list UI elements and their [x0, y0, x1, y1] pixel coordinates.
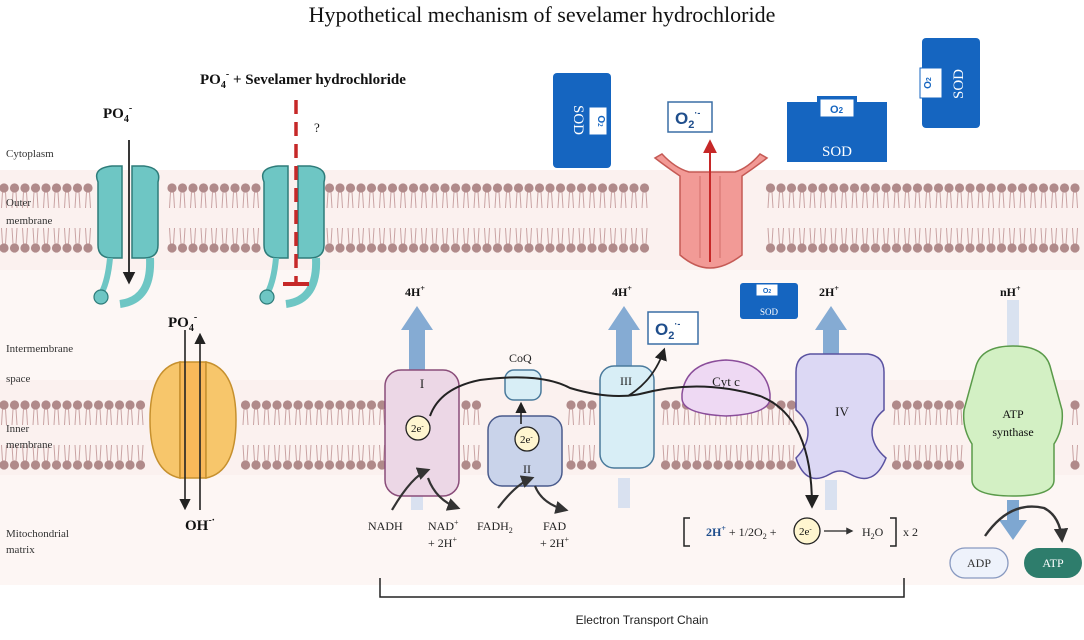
complex-IV-protons: 2H+: [819, 284, 839, 299]
etc-label: Electron Transport Chain: [576, 613, 709, 627]
svg-text:SOD: SOD: [822, 144, 852, 160]
matrix-label: Mitochondrial: [6, 528, 69, 540]
svg-text:SOD: SOD: [570, 105, 586, 135]
svg-text:H2O: H2O: [862, 525, 884, 541]
complex-I-proton-arrow: [401, 306, 433, 382]
matrix-label-2: matrix: [6, 544, 35, 556]
atp-synthase-matrix-arrow: [999, 500, 1027, 540]
svg-text:SOD: SOD: [951, 69, 967, 99]
fadh2-label: FADH2: [477, 519, 513, 535]
cytoplasm-label: Cytoplasm: [6, 148, 54, 160]
svg-text:O2·-: O2·-: [675, 108, 700, 131]
nadh-in-arrow: [391, 467, 431, 511]
complex-III-proton-arrow: [608, 306, 640, 372]
svg-text:2e-: 2e-: [411, 422, 424, 435]
inner-membrane-label-2: membrane: [6, 439, 53, 451]
phosphate-hydroxide-antiporter: [149, 361, 237, 479]
svg-text:x 2: x 2: [903, 525, 918, 539]
fad-label: FAD: [543, 519, 566, 533]
fad-protons: + 2H+: [540, 535, 569, 550]
svg-text:O2: O2: [830, 104, 844, 116]
complex-III-protons: 4H+: [612, 284, 632, 299]
svg-text:SOD: SOD: [760, 307, 779, 317]
adp-to-atp-arrow: [984, 505, 1069, 543]
electrons-complex-I: 2e-: [405, 415, 431, 441]
matrix-band: [0, 475, 1084, 585]
svg-text:O2: O2: [923, 77, 934, 89]
fad-out-arrow: [533, 485, 569, 514]
electrons-complex-II: 2e-: [514, 426, 540, 452]
superoxide-intermembrane: O2·-: [647, 311, 699, 345]
sod-enzyme-1: SOD O2: [553, 73, 611, 168]
atp-pill: ATP: [1024, 548, 1082, 578]
svg-text:ATP: ATP: [1002, 407, 1024, 421]
inner-membrane-bilayer: [0, 400, 1080, 470]
svg-text:2H+ + 1/2O2 +: 2H+ + 1/2O2 +: [706, 524, 777, 541]
superoxide-leak-arrow: [627, 347, 667, 397]
complex-IV: IV: [795, 353, 887, 480]
svg-text:II: II: [523, 462, 531, 476]
outer-membrane-bilayer: [0, 183, 1080, 253]
diagram-title: Hypothetical mechanism of sevelamer hydr…: [309, 2, 776, 27]
phosphate-transporter-active: [93, 165, 160, 308]
outer-membrane-label: Outer: [6, 197, 31, 209]
atp-synthase-protons: nH+: [1000, 284, 1021, 299]
inner-membrane-label: Inner: [6, 423, 30, 435]
svg-text:2e-: 2e-: [520, 433, 533, 446]
svg-text:I: I: [420, 376, 424, 391]
superoxide-cytoplasm: O2·-: [667, 101, 713, 133]
etc-bracket: [379, 578, 905, 598]
atp-synthase-proton-flow: [1007, 300, 1019, 346]
intermembrane-space-band: [0, 270, 1084, 380]
complex-III: III: [599, 365, 655, 469]
svg-text:2e-: 2e-: [799, 525, 812, 538]
svg-text:O2: O2: [595, 115, 606, 127]
intermembrane-label: Intermembrane: [6, 343, 73, 355]
svg-text:O2·-: O2·-: [655, 319, 680, 342]
svg-text:III: III: [620, 374, 632, 388]
intermembrane-label-2: space: [6, 373, 31, 385]
complex-IV-proton-arrow: [815, 306, 847, 356]
hydroxide-label: OH-·: [185, 515, 215, 534]
electron-flow-path: [429, 376, 819, 509]
po4-top-label: PO4-: [103, 103, 132, 125]
antiporter-po4-label: PO4-: [168, 312, 197, 334]
fadh2-in-arrow: [497, 475, 535, 509]
svg-text:ADP: ADP: [967, 556, 991, 570]
svg-text:synthase: synthase: [992, 425, 1033, 439]
svg-text:IV: IV: [835, 404, 849, 419]
sod-enzyme-3: SOD O2: [919, 38, 980, 128]
outer-membrane-label-2: membrane: [6, 215, 53, 227]
nad-protons: + 2H+: [428, 535, 457, 550]
atp-synthase: ATP synthase: [962, 345, 1064, 497]
svg-text:ATP: ATP: [1042, 556, 1064, 570]
nad-out-arrow: [426, 477, 461, 511]
adp-pill: ADP: [949, 547, 1009, 579]
electrons-equation: 2e-: [793, 517, 821, 545]
nadh-label: NADH: [368, 519, 403, 533]
nad-label: NAD+: [428, 518, 459, 533]
sevelamer-label: PO4- + Sevelamer hydrochloride: [200, 69, 406, 91]
sod-enzyme-2: O2 SOD: [787, 96, 887, 162]
complex-I-protons: 4H+: [405, 284, 425, 299]
water-formation-equation: 2H+ + 1/2O2 + H2O x 2: [683, 517, 918, 547]
svg-text:CoQ: CoQ: [509, 351, 532, 365]
svg-text:Cyt c: Cyt c: [712, 374, 740, 389]
question-mark: ?: [314, 120, 320, 135]
complex-III-matrix-flow: [618, 478, 630, 508]
svg-text:O2: O2: [763, 288, 771, 295]
sod-enzyme-4: O2 SOD: [740, 283, 798, 319]
complex-IV-matrix-flow: [825, 480, 837, 510]
phosphate-transporter-blocked: [259, 165, 326, 308]
